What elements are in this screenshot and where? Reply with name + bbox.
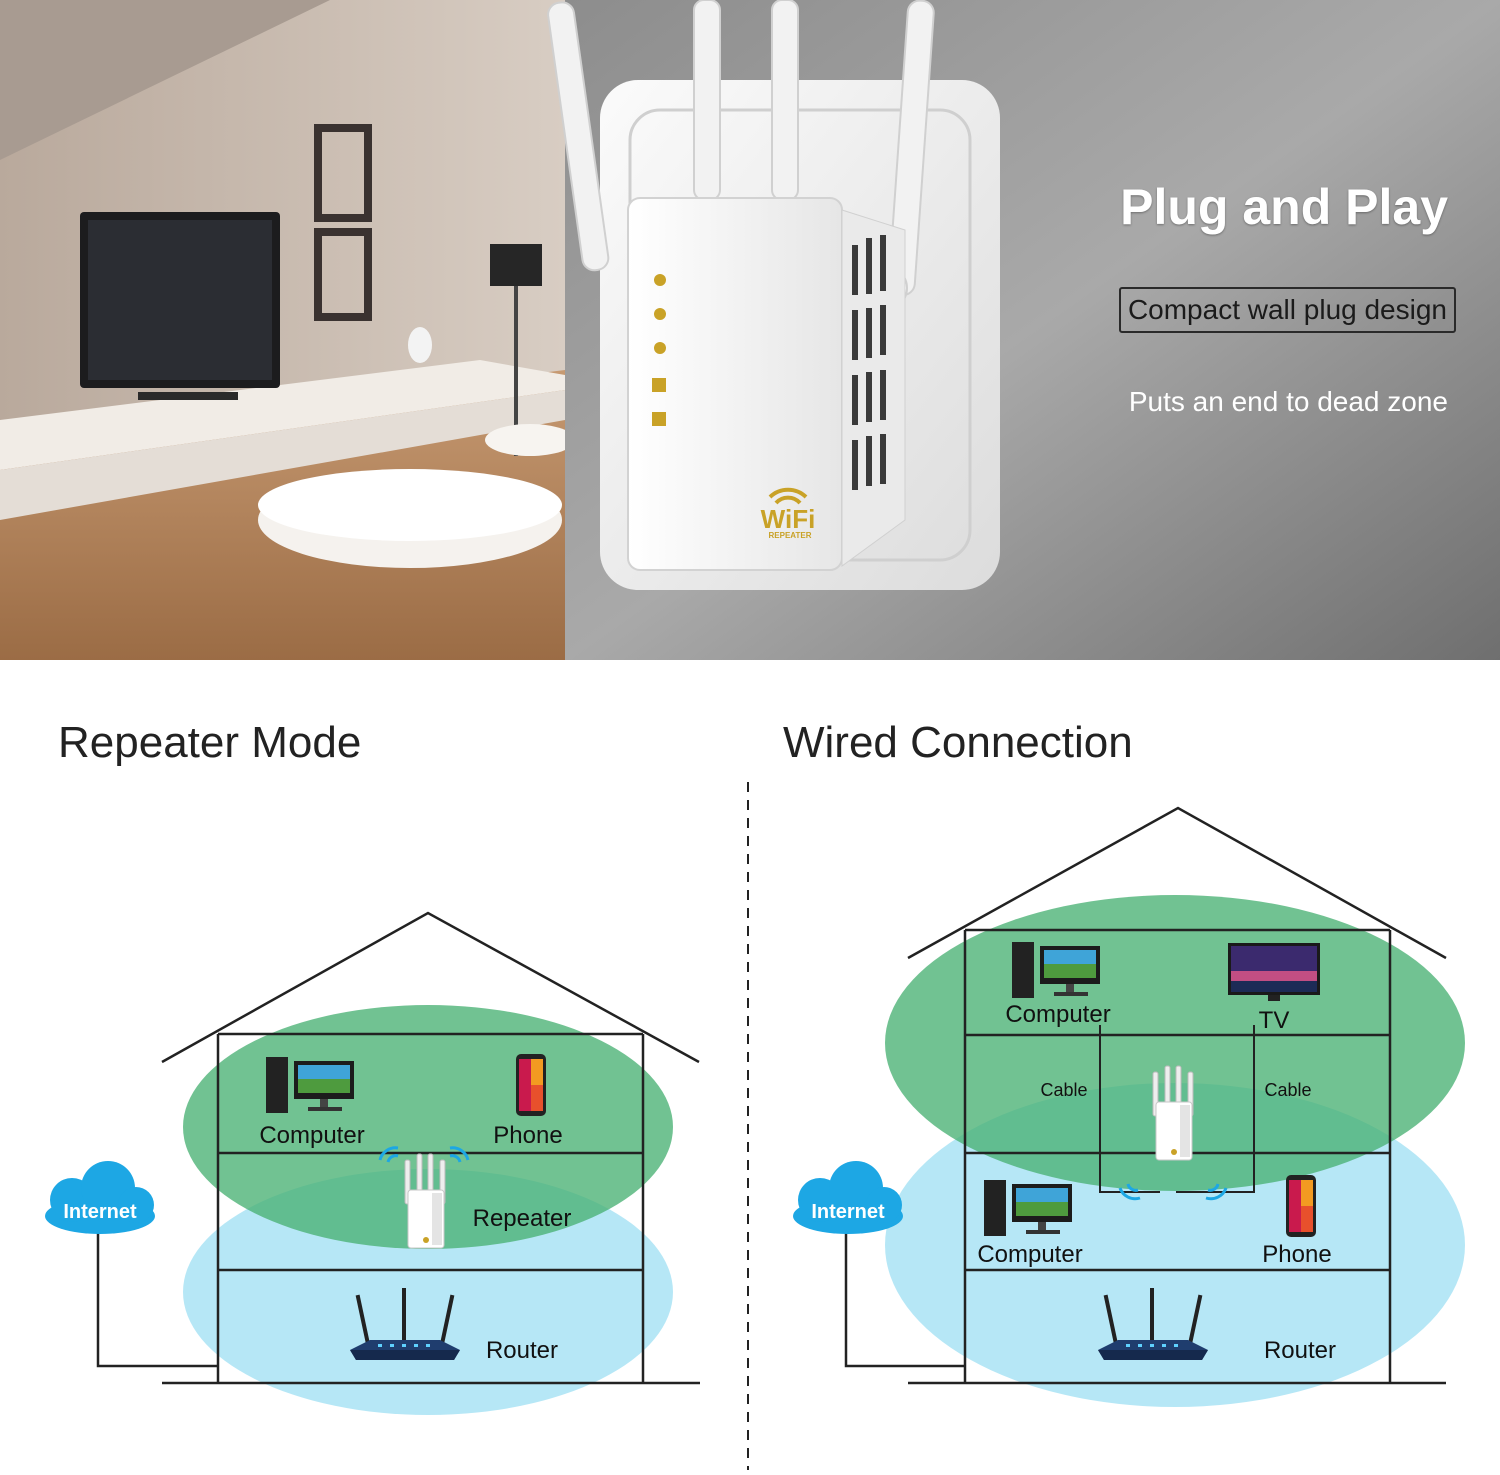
- hero-subtitle: Puts an end to dead zone: [1128, 386, 1448, 417]
- hero-illustration: WiFi REPEATER: [0, 0, 1500, 660]
- phone-label: Phone: [493, 1122, 562, 1149]
- tv-icon: [1228, 943, 1320, 1001]
- svg-text:REPEATER: REPEATER: [769, 531, 812, 540]
- picture-frame-icon: [314, 124, 372, 222]
- diagram-canvas: Internet Computer Phone Repeater Router: [45, 782, 1465, 1470]
- computer-bottom-label: Computer: [977, 1241, 1082, 1268]
- phone-label: Phone: [1262, 1241, 1331, 1268]
- hero-boxed-text: Compact wall plug design: [1118, 287, 1456, 333]
- internet-label: Internet: [63, 1201, 137, 1223]
- ethernet-cables: [1099, 1025, 1255, 1193]
- network-diagrams: Repeater Mode Wired Connection: [0, 660, 1500, 1470]
- wired-connection-title: Wired Connection: [783, 718, 1133, 767]
- antenna-icons: [547, 0, 935, 311]
- router-label: Router: [1264, 1337, 1336, 1364]
- phone-icon: [1286, 1175, 1316, 1237]
- repeater-mode-diagram: Internet Computer Phone Repeater Router: [45, 911, 700, 1415]
- tv-label: TV: [1259, 1007, 1290, 1034]
- internet-cloud-icon: [793, 1161, 903, 1234]
- repeater-label: Repeater: [473, 1205, 572, 1232]
- wifi-signal-icon: [378, 1146, 470, 1163]
- hero-photo: WiFi REPEATER Plug and Play Compact wall…: [0, 0, 1500, 660]
- vase-icon: [408, 327, 432, 363]
- cable-left-label: Cable: [1040, 1080, 1087, 1100]
- picture-frame-icon: [314, 228, 372, 321]
- wifi-repeater-device: WiFi REPEATER: [627, 197, 906, 571]
- phone-icon: [516, 1054, 546, 1116]
- hero-title: Plug and Play: [1120, 179, 1448, 235]
- internet-cloud-icon: [45, 1161, 155, 1234]
- cable-right-label: Cable: [1264, 1080, 1311, 1100]
- house-outline: [161, 911, 700, 1385]
- wired-connection-diagram: Internet Computer TV Cable Cable Compute…: [793, 806, 1465, 1407]
- internet-line: [844, 1208, 965, 1368]
- internet-line: [96, 1208, 218, 1368]
- internet-label: Internet: [811, 1201, 885, 1223]
- repeater-mode-title: Repeater Mode: [58, 718, 362, 767]
- computer-label: Computer: [259, 1122, 364, 1149]
- house-outline: [907, 806, 1447, 1385]
- wifi-signal-icon: [1118, 1183, 1228, 1201]
- router-label: Router: [486, 1337, 558, 1364]
- floor-lamp-icon: [490, 244, 542, 286]
- status-led-icons: [652, 274, 666, 426]
- computer-top-label: Computer: [1005, 1001, 1110, 1028]
- svg-text:WiFi: WiFi: [761, 504, 816, 534]
- living-room-scene: [0, 0, 575, 660]
- wifi-logo-icon: [768, 487, 808, 505]
